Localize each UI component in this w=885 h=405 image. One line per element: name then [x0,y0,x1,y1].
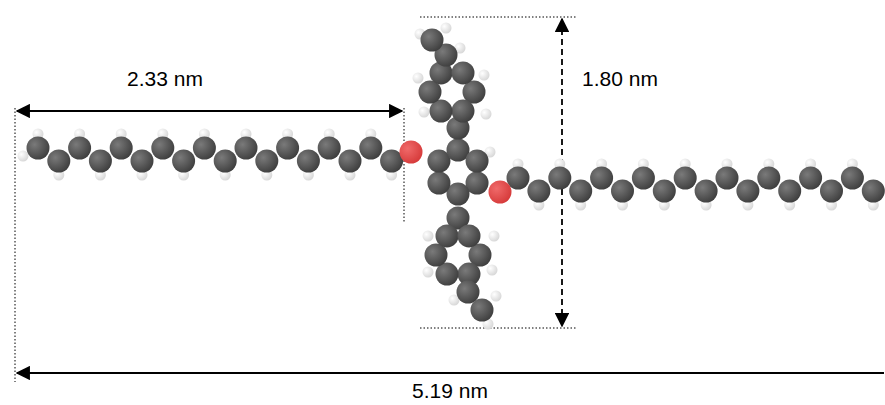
carbon-atom [255,150,278,173]
carbon-atom [653,180,676,203]
carbon-atom [457,281,480,304]
dimension-arrow [17,372,884,374]
dimension-lines [15,17,884,382]
oxygen-atom [489,181,512,204]
carbon-atom [421,29,444,52]
carbon-atom [458,224,481,247]
hydrogen-atom [423,267,434,278]
carbon-atom [466,150,489,173]
carbon-atoms [27,29,885,322]
hydrogen-atom [18,151,29,162]
dimension-label: 2.33 nm [125,67,205,91]
carbon-atom [339,150,362,173]
carbon-atom [471,299,494,322]
hydrogen-atom [479,70,490,81]
carbon-atom [89,150,112,173]
carbon-atom [590,167,613,190]
carbon-atom [151,137,174,160]
carbon-atom [276,137,299,160]
carbon-atom [27,137,50,160]
carbon-atom [736,180,759,203]
hydrogen-atom [413,73,424,84]
carbon-atom [131,150,154,173]
carbon-atom [452,61,475,84]
dimension-label: 5.19 nm [410,379,490,403]
hydrogen-atom [481,109,492,120]
carbon-atom [569,180,592,203]
carbon-atom [235,137,258,160]
carbon-atom [214,150,237,173]
carbon-atom [297,150,320,173]
carbon-atom [68,137,91,160]
carbon-atom [318,137,341,160]
dimension-arrow [17,110,402,112]
carbon-atom [172,150,195,173]
extension-line [420,328,576,329]
dimension-label: 1.80 nm [580,67,660,91]
carbon-atom [757,167,780,190]
carbon-atom [862,180,885,203]
carbon-atom [110,137,133,160]
carbon-atom [548,167,571,190]
carbon-atom [820,180,843,203]
carbon-atom [427,172,450,195]
carbon-atom [695,180,718,203]
hydrogen-atom [419,107,430,118]
carbon-atom [799,167,822,190]
carbon-atom [193,137,216,160]
extension-line [420,17,576,18]
carbon-atom [527,180,550,203]
hydrogen-atom [487,265,498,276]
carbon-atom [611,180,634,203]
carbon-atom [452,100,475,123]
oxygen-atoms [400,141,512,204]
hydrogen-atoms [18,23,879,330]
oxygen-atom [400,141,423,164]
extension-line [15,108,16,382]
carbon-atom [436,224,459,247]
carbon-atom [841,167,864,190]
carbon-atom [507,167,530,190]
extension-line [404,108,405,222]
carbon-atom [778,180,801,203]
carbon-atom [674,167,697,190]
carbon-atom [716,167,739,190]
hydrogen-atom [491,291,502,302]
carbon-atom [47,150,70,173]
carbon-atom [632,167,655,190]
hydrogen-atom [441,23,452,34]
carbon-atom [359,137,382,160]
hydrogen-atom [489,231,500,242]
hydrogen-atom [423,231,434,242]
